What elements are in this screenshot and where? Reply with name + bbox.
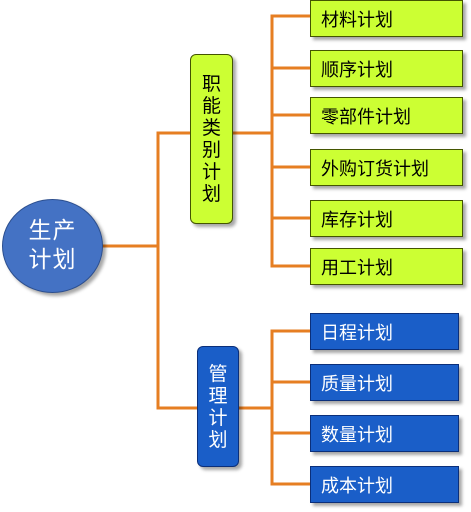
leaf-label: 零部件计划 [321, 106, 411, 128]
leaf-materials-plan: 材料计划 [310, 0, 463, 37]
leaf-label: 库存计划 [321, 209, 393, 231]
functional-plan-node: 职能类别计划 [190, 54, 233, 224]
leaf-quality-plan: 质量计划 [310, 364, 459, 401]
leaf-label: 成本计划 [321, 475, 393, 497]
leaf-label: 质量计划 [321, 373, 393, 395]
leaf-label: 用工计划 [321, 257, 393, 279]
leaf-schedule-plan: 日程计划 [310, 313, 459, 350]
leaf-label: 外购订货计划 [321, 158, 429, 180]
leaf-labor-plan: 用工计划 [310, 248, 463, 285]
leaf-purchase-order-plan: 外购订货计划 [310, 149, 463, 186]
leaf-label: 顺序计划 [321, 59, 393, 81]
functional-plan-label: 职能类别计划 [201, 73, 221, 205]
leaf-sequence-plan: 顺序计划 [310, 50, 463, 87]
leaf-quantity-plan: 数量计划 [310, 415, 459, 452]
management-plan-node: 管理计划 [197, 346, 239, 467]
leaf-inventory-plan: 库存计划 [310, 200, 463, 237]
leaf-cost-plan: 成本计划 [310, 466, 459, 503]
management-plan-label: 管理计划 [208, 362, 228, 451]
root-label: 生产计划 [28, 218, 77, 273]
leaf-label: 材料计划 [321, 9, 393, 31]
leaf-label: 数量计划 [321, 424, 393, 446]
root-node-production-plan: 生产计划 [2, 199, 103, 293]
leaf-parts-plan: 零部件计划 [310, 97, 463, 134]
leaf-label: 日程计划 [321, 322, 393, 344]
